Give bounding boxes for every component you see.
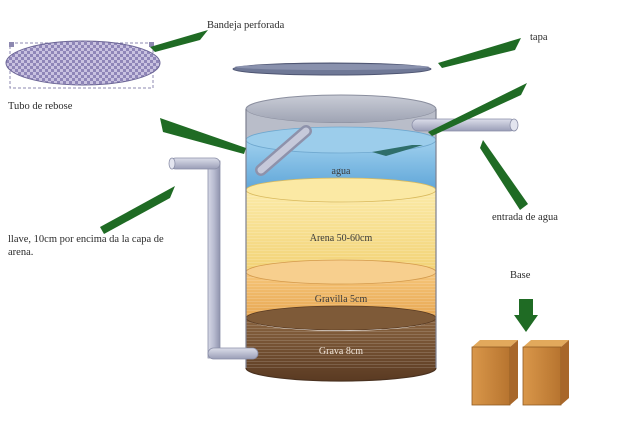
label-base: Base [510,270,531,281]
arrow-base [514,299,538,332]
arrow-inlet [428,83,527,136]
arrow-perforated-tray [150,30,208,52]
perforated-tray [5,40,161,89]
arrow-water-inlet [480,140,528,210]
label-overflow-pipe: Tubo de rebose [8,101,73,112]
overflow-pipe [255,125,312,176]
valve-outlet-pipe [168,157,259,360]
layer-label-sand: Arena 50-60cm [309,233,373,244]
pointer-arrows [100,30,538,332]
layer-label-gravel: Grava 8cm [318,346,364,357]
lid [232,62,432,76]
label-perforated-tray: Bandeja perforada [207,20,285,31]
label-water-inlet: entrada de agua [492,212,558,223]
label-lid: tapa [530,32,548,43]
layer-label-water: agua [331,166,351,177]
arrow-overflow-pipe [160,118,246,154]
arrow-valve [100,186,175,234]
label-valve: llave, 10cm por encima da la capa de are… [8,234,164,258]
layer-label-fine-gravel: Gravilla 5cm [314,294,368,305]
base-blocks [471,340,569,406]
arrow-lid [438,38,521,68]
